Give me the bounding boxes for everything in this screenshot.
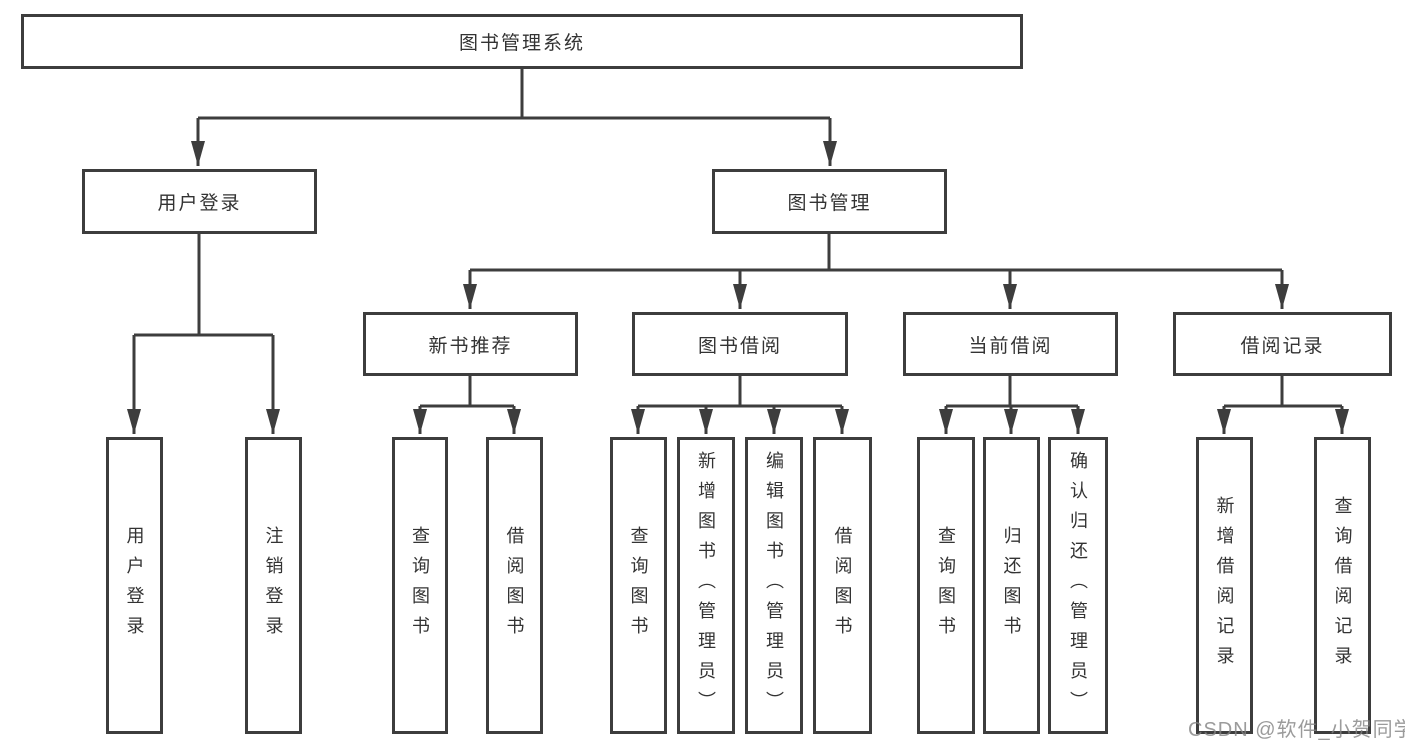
node-leaf-borrow-books: 借阅图书 — [813, 437, 872, 734]
csdn-watermark: CSDN @软件_小贺同学 — [1188, 719, 1405, 741]
node-system-root: 图书管理系统 — [21, 14, 1023, 69]
node-user-login: 用户登录 — [82, 169, 317, 234]
node-leaf-query-books-borrow: 查询图书 — [610, 437, 667, 734]
node-leaf-add-borrow-record: 新增借阅记录 — [1196, 437, 1253, 734]
node-leaf-query-books-rec: 查询图书 — [392, 437, 448, 734]
connector-root-elbow — [198, 68, 830, 120]
connector-new-book-rec-elbow — [420, 376, 514, 408]
node-leaf-confirm-return-admin: 确认归还（管理员） — [1048, 437, 1108, 734]
node-leaf-add-books-admin: 新增图书（管理员） — [677, 437, 735, 734]
node-leaf-borrow-books-rec: 借阅图书 — [486, 437, 543, 734]
connector-current-borrow-elbow — [946, 376, 1078, 408]
connector-book-mgmt-elbow — [470, 234, 1282, 272]
node-current-borrowing: 当前借阅 — [903, 312, 1118, 376]
node-leaf-return-books: 归还图书 — [983, 437, 1040, 734]
connector-book-borrow-elbow — [638, 376, 842, 408]
node-book-borrowing: 图书借阅 — [632, 312, 848, 376]
node-leaf-logout: 注销登录 — [245, 437, 302, 734]
node-book-management: 图书管理 — [712, 169, 947, 234]
node-leaf-query-books-current: 查询图书 — [917, 437, 975, 734]
node-leaf-edit-books-admin: 编辑图书（管理员） — [745, 437, 803, 734]
node-new-book-recommend: 新书推荐 — [363, 312, 578, 376]
node-leaf-user-login: 用户登录 — [106, 437, 163, 734]
connector-user-login-elbow — [134, 234, 273, 337]
node-leaf-query-borrow-record: 查询借阅记录 — [1314, 437, 1371, 734]
connector-borrow-records-elbow — [1224, 376, 1342, 408]
node-borrowing-records: 借阅记录 — [1173, 312, 1392, 376]
